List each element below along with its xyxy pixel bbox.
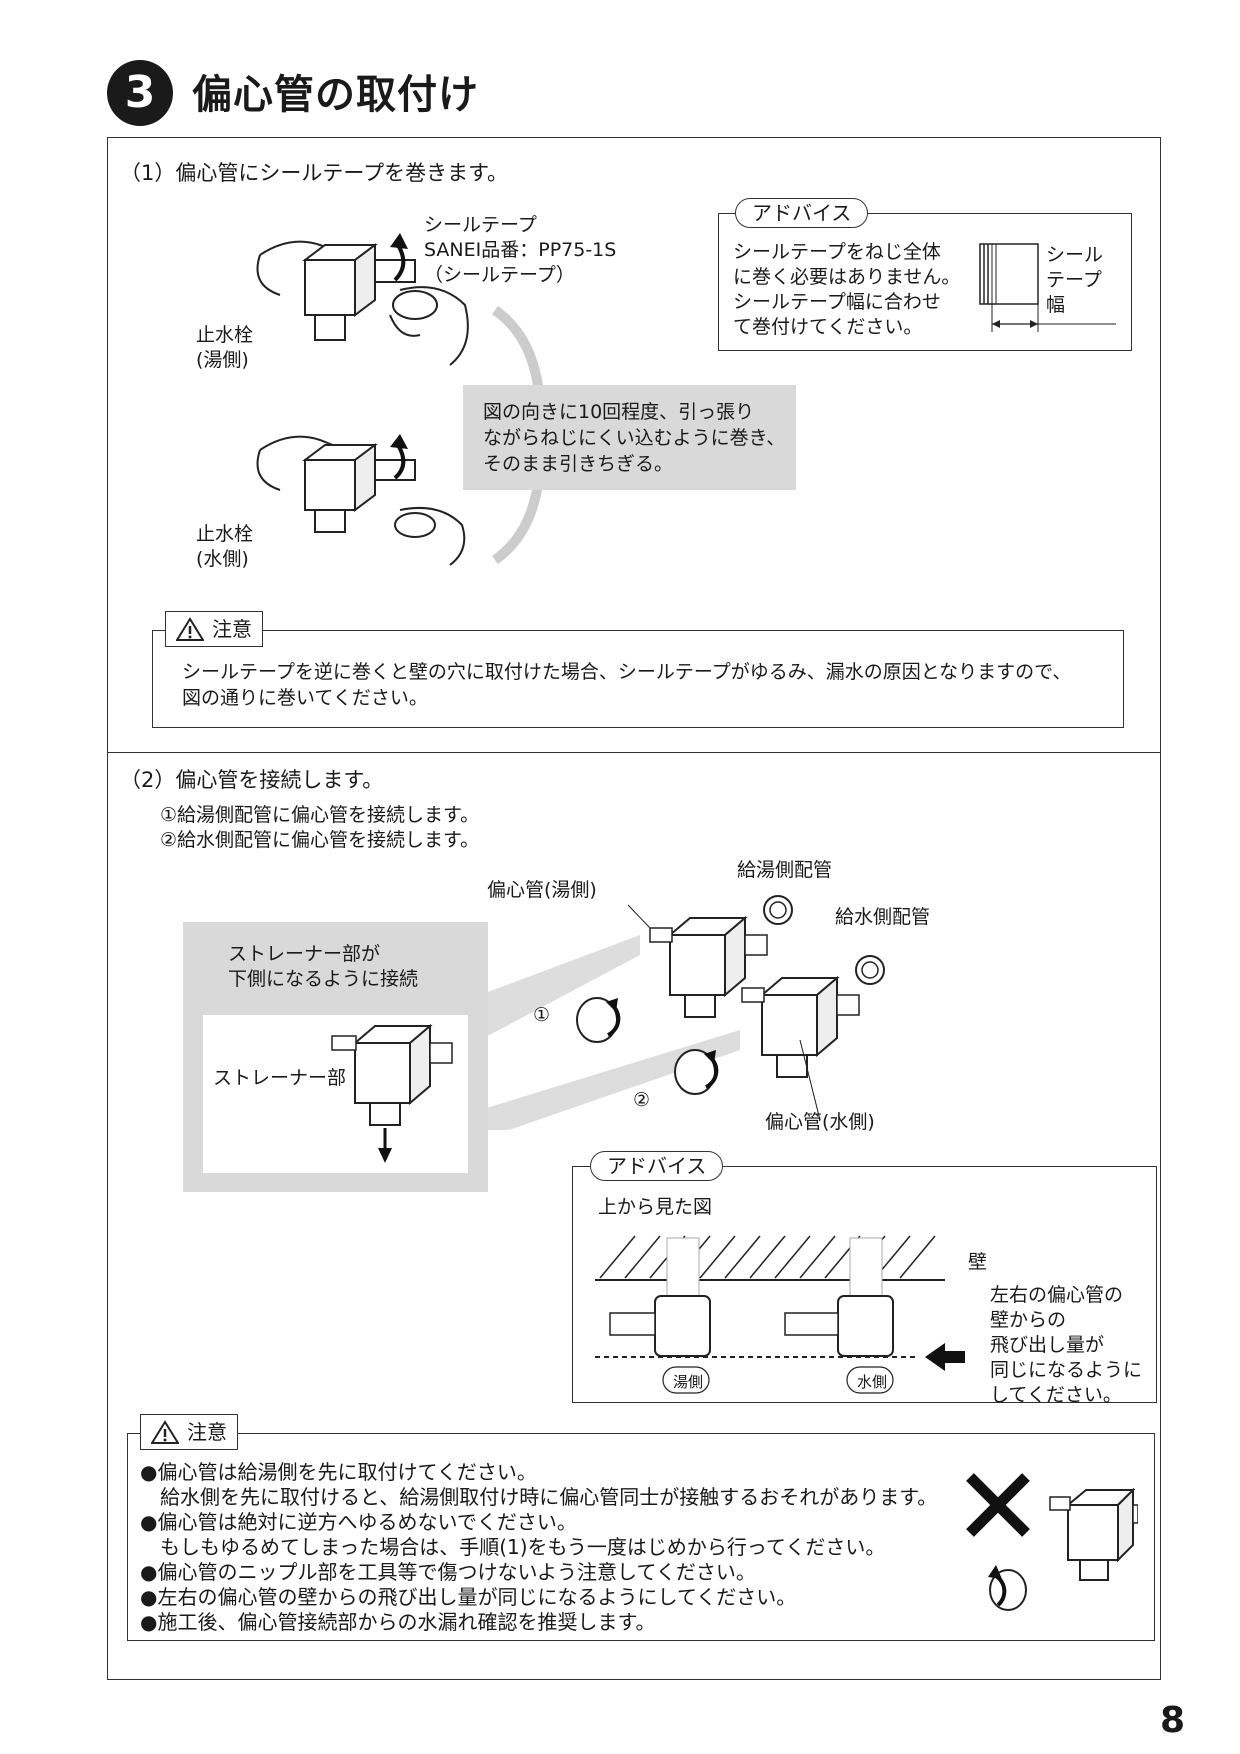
valve-hot-label-line1: 止水栓	[196, 324, 254, 346]
label-cold-pipe: 給水側配管	[835, 906, 931, 928]
page-number: 8	[1159, 1700, 1185, 1741]
caution-box-tape	[152, 630, 1124, 728]
warning-icon	[175, 617, 205, 641]
strainer-box-line1: ストレーナー部が	[228, 943, 381, 965]
caution-connect-line2: 給水側を先に取付けると、給湯側取付け時に偏心管同士が接触するおそれがあります。	[140, 1485, 938, 1509]
section2-sub1: ①給湯側配管に偏心管を接続します。	[160, 804, 480, 826]
section-divider	[107, 752, 1161, 753]
top-view-diagram	[595, 1235, 965, 1394]
advice-box-tape	[718, 213, 1132, 351]
advice-wall-note-line4: 同じになるように	[990, 1359, 1143, 1381]
label-eccentric-cold: 偏心管(水側)	[765, 1111, 875, 1133]
hot-side-label: 湯側	[673, 1373, 704, 1391]
advice-wall-note-line1: 左右の偏心管の	[990, 1284, 1124, 1306]
main-frame	[107, 137, 1161, 1680]
caution-tag-label: 注意	[212, 617, 252, 641]
advice-box-wall	[572, 1166, 1157, 1403]
caution-box-connect	[127, 1433, 1155, 1641]
view-label: 上から見た図	[598, 1196, 713, 1218]
label-step1: ①	[533, 1004, 551, 1026]
tape-label-line1: シールテープ	[424, 214, 537, 236]
strainer-illustration	[331, 1023, 453, 1163]
instruction-box	[463, 385, 796, 490]
valve-cold-label-line1: 止水栓	[196, 523, 254, 545]
connection-illustration	[480, 895, 885, 1130]
caution-tag-tape: 注意	[165, 611, 263, 647]
advice-tape-line4: て巻付けてください。	[733, 316, 923, 338]
tape-wrapping-hot-illustration	[256, 233, 469, 366]
caution-tag-label: 注意	[187, 1420, 227, 1444]
instruction-line2: ながらねじにくい込むように巻き、	[483, 427, 786, 449]
section2-heading: （2）偏心管を接続します。	[120, 768, 384, 792]
tape-label-line3: （シールテープ）	[424, 264, 575, 286]
tape-width-label-line1: シール	[1046, 244, 1104, 266]
strainer-part-label: ストレーナー部	[213, 1067, 347, 1089]
advice-tag-wall: アドバイス	[590, 1151, 724, 1181]
tape-width-label-line2: テープ	[1046, 269, 1102, 291]
advice-tape-line3: シールテープ幅に合わせ	[733, 291, 941, 313]
cold-side-label: 水側	[857, 1373, 888, 1391]
advice-wall-note-line3: 飛び出し量が	[990, 1334, 1105, 1356]
label-eccentric-hot: 偏心管(湯側)	[487, 879, 597, 901]
advice-tape-line2: に巻く必要はありません。	[733, 266, 961, 288]
valve-cold-label-line2: (水側)	[196, 548, 249, 570]
caution-connect-line6: ●左右の偏心管の壁からの飛び出し量が同じになるようにしてください。	[140, 1585, 797, 1609]
warning-icon	[150, 1420, 180, 1444]
advice-wall-note-line2: 壁からの	[990, 1309, 1067, 1331]
section2-sub2: ②給水側配管に偏心管を接続します。	[160, 829, 480, 851]
caution-connect-line3: ●偏心管は絶対に逆方へゆるめないでください。	[140, 1510, 577, 1534]
strainer-box-line2: 下側になるように接続	[228, 968, 419, 990]
caution-connect-line7: ●施工後、偏心管接続部からの水漏れ確認を推奨します。	[140, 1610, 656, 1634]
caution-connect-line4: もしもゆるめてしまった場合は、手順(1)をもう一度はじめから行ってください。	[140, 1535, 886, 1559]
tape-wrapping-cold-illustration	[256, 434, 466, 566]
caution-tape-line1: シールテープを逆に巻くと壁の穴に取付けた場合、シールテープがゆるみ、漏水の原因と…	[182, 661, 1072, 683]
advice-wall-note-line5: してください。	[990, 1384, 1122, 1406]
wrong-direction-illustration	[966, 1473, 1138, 1611]
caution-tape-line2: 図の通りに巻いてください。	[182, 687, 428, 709]
advice-tape-line1: シールテープをねじ全体	[733, 241, 941, 263]
tape-width-label-line3: 幅	[1046, 294, 1066, 316]
advice-tag-tape: アドバイス	[735, 198, 869, 228]
caution-connect-line1: ●偏心管は給湯側を先に取付けてください。	[140, 1460, 537, 1484]
caution-tag-connect: 注意	[140, 1414, 238, 1450]
page-title: 偏心管の取付け	[192, 72, 479, 118]
label-step2: ②	[633, 1089, 651, 1111]
step-number-badge: 3	[107, 60, 173, 126]
instruction-line3: そのまま引きちぎる。	[483, 453, 674, 475]
tape-width-diagram	[979, 243, 1116, 332]
instruction-line1: 図の向きに10回程度、引っ張り	[483, 401, 755, 423]
label-hot-pipe: 給湯側配管	[737, 859, 833, 881]
valve-hot-label-line2: (湯側)	[196, 349, 249, 371]
tape-label-line2: SANEI品番：PP75-1S	[424, 239, 617, 261]
section1-heading: （1）偏心管にシールテープを巻きます。	[120, 161, 508, 185]
wall-label: 壁	[968, 1251, 988, 1273]
caution-connect-line5: ●偏心管のニップル部を工具等で傷つけないよう注意してください。	[140, 1560, 756, 1584]
